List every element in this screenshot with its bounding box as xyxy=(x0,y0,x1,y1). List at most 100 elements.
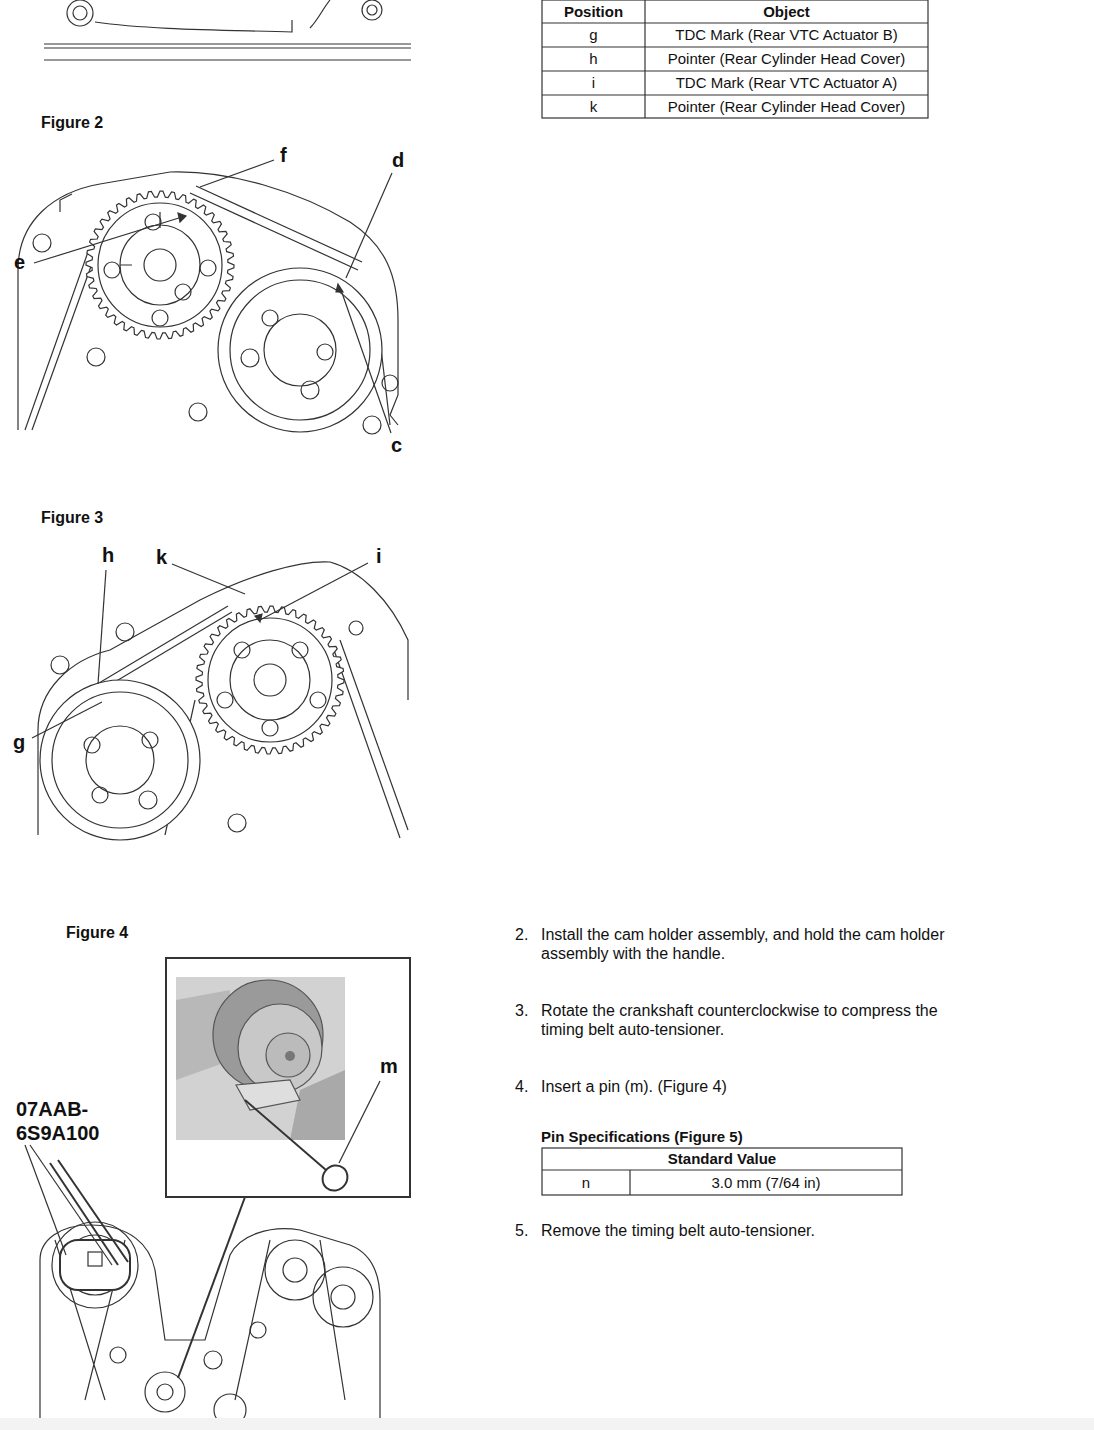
drawing-part xyxy=(317,1160,352,1195)
drawing-part xyxy=(52,1222,138,1308)
drawing-part xyxy=(235,1240,345,1400)
drawing-part xyxy=(234,642,250,658)
drawing-part xyxy=(542,22,928,23)
table-cell: 3.0 mm (7/64 in) xyxy=(630,1170,902,1195)
drawing-part xyxy=(542,1169,902,1170)
table-cell: i xyxy=(542,71,645,95)
table-header: Standard Value xyxy=(542,1148,902,1170)
drawing-part xyxy=(32,258,94,430)
drawing-part xyxy=(73,6,87,20)
drawing-part xyxy=(334,650,400,838)
drawing-part xyxy=(51,656,69,674)
drawing-part xyxy=(200,160,274,187)
drawing-part xyxy=(110,1347,126,1363)
drawing-part xyxy=(250,1322,266,1338)
drawing-part xyxy=(44,47,411,48)
drawing-part xyxy=(341,290,391,433)
drawing-part xyxy=(176,977,345,1140)
table-header: Object xyxy=(645,0,928,23)
callout-letter: g xyxy=(13,730,25,754)
drawing-part xyxy=(310,0,330,28)
table-cell: Pointer (Rear Cylinder Head Cover) xyxy=(645,95,928,118)
page-edge xyxy=(0,1418,1094,1430)
drawing-part xyxy=(58,1160,128,1262)
drawing-part xyxy=(542,46,928,47)
table-cell: TDC Mark (Rear VTC Actuator B) xyxy=(645,23,928,47)
drawing-part xyxy=(542,1148,902,1195)
callout-letter: m xyxy=(380,1054,398,1078)
drawing-part xyxy=(86,726,154,794)
drawing-part xyxy=(349,621,363,635)
drawing-part xyxy=(32,702,102,738)
drawing-part xyxy=(310,692,326,708)
table-title: Pin Specifications (Figure 5) xyxy=(541,1128,921,1146)
drawing-part xyxy=(339,1081,380,1163)
drawing-part xyxy=(44,59,411,60)
drawing-part xyxy=(30,1145,112,1265)
step-number: 2. xyxy=(515,925,528,944)
drawing-part xyxy=(301,381,319,399)
figure-2-drawing xyxy=(18,160,398,434)
drawing-part xyxy=(629,1170,630,1195)
drawing-part xyxy=(25,252,88,430)
callout-letter: i xyxy=(376,544,382,568)
drawing-part xyxy=(84,737,100,753)
drawing-part xyxy=(367,5,377,15)
drawing-part xyxy=(33,234,51,252)
drawing-part xyxy=(542,94,928,95)
drawing-part xyxy=(200,260,216,276)
drawing-part xyxy=(40,1225,380,1430)
drawing-part xyxy=(262,310,278,326)
drawing-part xyxy=(542,0,928,118)
drawing-part xyxy=(116,623,134,641)
drawing-part xyxy=(230,640,310,720)
drawing-part xyxy=(95,20,292,32)
table-cell: n xyxy=(542,1170,630,1195)
drawing-part xyxy=(157,1384,173,1400)
table-cell: g xyxy=(542,23,645,47)
drawing-part xyxy=(228,814,246,832)
drawing-part xyxy=(217,692,233,708)
callout-letter: k xyxy=(156,545,167,569)
step-text: Remove the timing belt auto-tensioner. xyxy=(541,1221,971,1240)
drawing-part xyxy=(196,606,344,754)
drawing-part xyxy=(245,1100,326,1170)
drawing-part xyxy=(208,618,332,742)
figure-3-drawing xyxy=(32,562,408,840)
drawing-part xyxy=(292,642,308,658)
drawing-part xyxy=(104,262,120,278)
drawing-part xyxy=(266,1033,310,1077)
drawing-part xyxy=(283,1258,307,1282)
step-text: Insert a pin (m). (Figure 4) xyxy=(541,1077,971,1096)
drawing-part xyxy=(86,191,234,339)
drawing-part xyxy=(139,791,157,809)
figure-4-drawing xyxy=(25,958,410,1430)
drawing-part xyxy=(644,0,645,118)
drawing-part xyxy=(236,1080,300,1110)
figure-title: Figure 3 xyxy=(41,508,103,527)
drawing-part xyxy=(145,1372,185,1412)
drawing-part xyxy=(142,732,158,748)
drawing-part xyxy=(25,1145,66,1255)
figure-1-fragment xyxy=(44,0,411,60)
drawing-part xyxy=(313,1267,373,1327)
table-cell: h xyxy=(542,47,645,71)
drawing-part xyxy=(44,43,411,44)
drawing-part xyxy=(317,344,333,360)
drawing-part xyxy=(542,70,928,71)
drawing-part xyxy=(285,1051,295,1061)
drawing-part xyxy=(86,191,234,339)
drawing-part xyxy=(196,606,344,754)
drawing-part xyxy=(218,268,382,432)
step-number: 4. xyxy=(515,1077,528,1096)
drawing-part xyxy=(336,284,343,292)
figure-title: Figure 2 xyxy=(41,113,103,132)
drawing-part xyxy=(346,173,392,278)
drawing-part xyxy=(254,664,286,696)
step-text: Install the cam holder assembly, and hol… xyxy=(541,925,971,963)
drawing-part xyxy=(120,212,160,265)
callout-letter: c xyxy=(391,433,402,457)
table-cell: k xyxy=(542,95,645,118)
drawing-part xyxy=(166,958,410,1197)
